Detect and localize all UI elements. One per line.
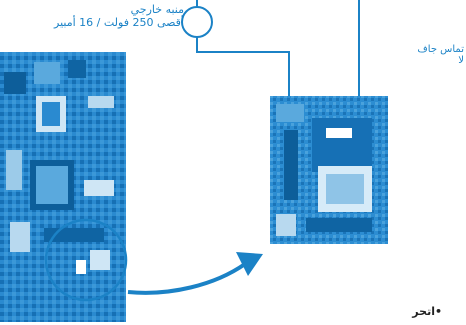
wires	[197, 0, 359, 96]
curved-arrow-icon	[128, 252, 263, 293]
external-trigger-rating: أقصى 250 فولت / 16 أمبير	[2, 17, 184, 29]
right-circuit-board	[270, 96, 388, 244]
circle-icon	[182, 7, 212, 37]
caution-heading: •اتحر	[380, 306, 442, 318]
external-trigger-label: منبه خارجي	[110, 4, 184, 16]
wire-to-trigger	[197, 36, 289, 96]
dry-contact-value: لا	[404, 55, 464, 67]
left-circuit-board	[0, 52, 126, 322]
